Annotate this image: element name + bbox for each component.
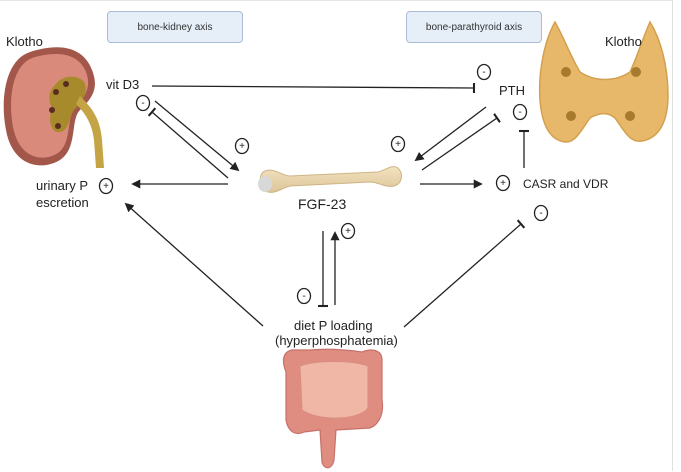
diet-p-label-line1: diet P loading: [294, 318, 373, 333]
sign-markers: - + + - - + + - + -: [98, 63, 549, 305]
edge-vitd3-inhibits-pth: [151, 82, 476, 94]
plus-sign-icon: +: [390, 135, 406, 153]
edge-vitd3-activates-fgf23: [154, 100, 240, 172]
plus-sign-icon: +: [495, 174, 511, 192]
klotho-parathyroid-label: Klotho: [605, 34, 642, 49]
svg-text:-: -: [141, 98, 144, 109]
minus-sign-icon: -: [296, 287, 312, 305]
svg-text:-: -: [518, 107, 521, 118]
bone-icon: [258, 166, 402, 193]
svg-text:+: +: [345, 226, 351, 237]
vit-d3-label: vit D3: [106, 77, 140, 92]
urinary-p-label-line1: urinary P: [36, 178, 89, 193]
fgf23-label: FGF-23: [298, 196, 347, 212]
klotho-kidney-label: Klotho: [6, 34, 43, 49]
diet-p-label-line2: (hyperphosphatemia): [275, 333, 398, 348]
minus-sign-icon: -: [476, 63, 492, 81]
parathyroid-gland-icon: [538, 20, 669, 143]
svg-text:-: -: [482, 67, 485, 78]
svg-text:+: +: [239, 141, 245, 152]
svg-text:+: +: [395, 139, 401, 150]
bone-kidney-axis-text: bone-kidney axis: [137, 21, 213, 33]
svg-text:+: +: [103, 181, 109, 192]
casr-vdr-label: CASR and VDR: [523, 177, 609, 191]
edge-fgf23-inhibits-vitd3: [147, 107, 229, 179]
edges: [124, 82, 530, 328]
minus-sign-icon: -: [533, 204, 549, 222]
edge-pth-activates-fgf23: [414, 106, 487, 162]
bone-parathyroid-axis-text: bone-parathyroid axis: [425, 21, 523, 33]
minus-sign-icon: -: [512, 103, 528, 121]
svg-text:-: -: [539, 208, 542, 219]
plus-sign-icon: +: [234, 137, 250, 155]
svg-text:-: -: [302, 291, 305, 302]
svg-text:+: +: [500, 178, 506, 189]
edge-diet-activates-urinary-p: [124, 202, 264, 327]
bone-kidney-axis-label: bone-kidney axis: [107, 11, 243, 43]
plus-sign-icon: +: [98, 177, 114, 195]
edge-fgf23-inhibits-pth: [421, 113, 501, 171]
plus-sign-icon: +: [340, 222, 356, 240]
edge-diet-inhibits-casr: [403, 219, 526, 328]
urinary-p-label-line2: escretion: [36, 195, 89, 210]
pth-label: PTH: [499, 83, 525, 98]
minus-sign-icon: -: [135, 94, 151, 112]
kidney-icon: [3, 47, 104, 168]
bone-parathyroid-axis-label: bone-parathyroid axis: [406, 11, 542, 43]
intestine-icon: [282, 348, 384, 469]
